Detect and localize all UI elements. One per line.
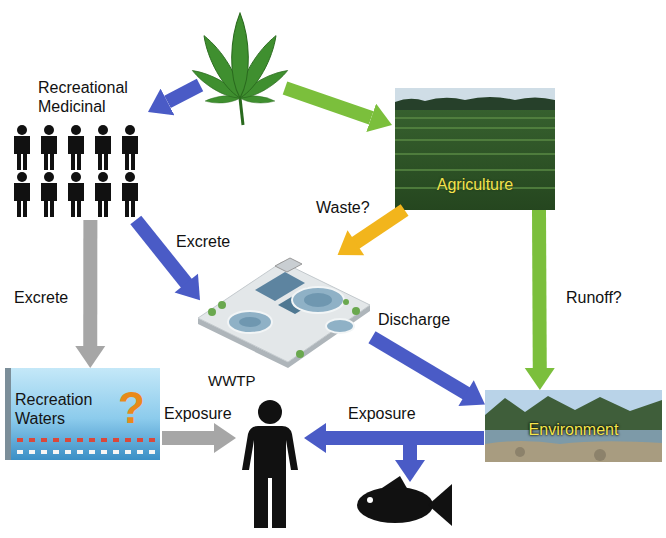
arrow-head	[458, 380, 485, 406]
node-text: Recreational Medicinal	[38, 78, 150, 116]
fish-icon	[357, 476, 452, 526]
edge-label: Runoff?	[566, 288, 622, 307]
human-figure	[242, 400, 298, 528]
people-group: Recreational Medicinal	[8, 72, 150, 220]
edge-label: Waste?	[316, 198, 370, 217]
treatment-plant	[198, 258, 370, 368]
arrow-head	[338, 230, 365, 255]
flow-arrow	[75, 220, 105, 368]
arrow-shaft	[136, 220, 187, 284]
node-text: Environment	[529, 420, 619, 439]
question-mark: ?	[118, 384, 145, 432]
exposure-label: Exposure	[164, 404, 232, 423]
pool-photo	[5, 368, 160, 460]
people-icons	[14, 125, 138, 217]
use-arrow	[168, 85, 201, 102]
arrow-shaft	[532, 210, 547, 369]
arrow-head	[175, 274, 200, 301]
field-photo	[395, 88, 555, 210]
flow-arrow	[372, 337, 485, 406]
flow-arrow	[136, 220, 200, 300]
flow-arrow	[525, 210, 555, 390]
edge-label: Excrete	[14, 288, 68, 307]
flow-arrow	[338, 210, 405, 255]
exposure-arrow	[162, 431, 214, 445]
cultivation-arrow	[285, 88, 371, 118]
environment-panel: Environment	[485, 390, 662, 462]
agriculture-panel: Agriculture	[395, 88, 555, 210]
node-text: WWTP	[208, 371, 255, 390]
exposure-label: Exposure	[348, 404, 416, 423]
node-text: Agriculture	[437, 175, 513, 194]
wwtp-panel: WWTP	[200, 255, 372, 392]
node-text: Recreation Waters	[15, 390, 115, 428]
cannabis-leaf	[190, 13, 291, 125]
edge-label: Excrete	[176, 232, 230, 251]
arrow-shaft	[83, 220, 97, 347]
edge-label: Discharge	[378, 310, 450, 329]
arrow-head	[525, 368, 555, 390]
arrow-shaft	[372, 337, 467, 393]
river-photo	[485, 390, 662, 462]
arrow-head	[75, 346, 105, 368]
fish-arrow	[403, 438, 417, 460]
